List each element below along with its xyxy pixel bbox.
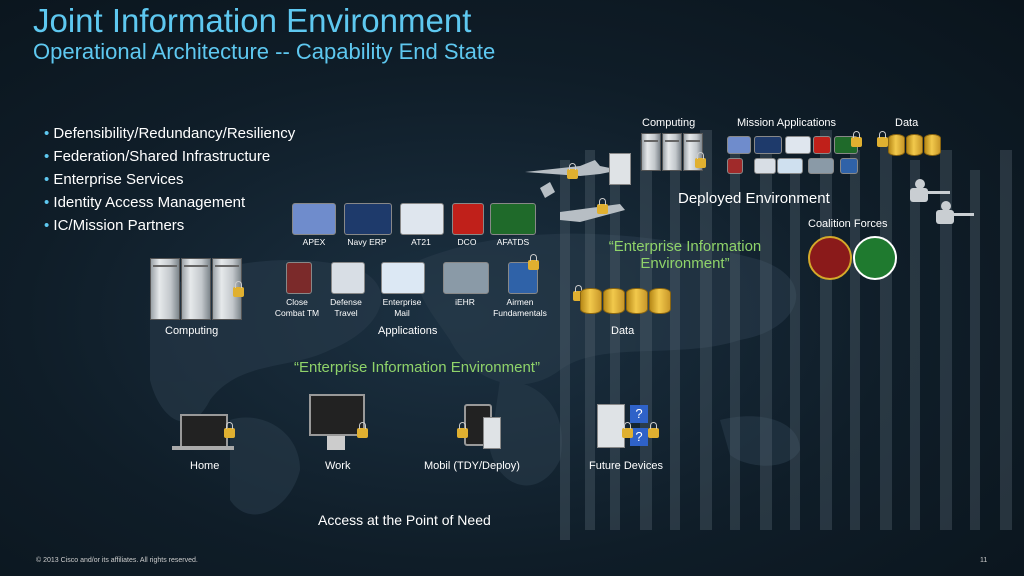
access-label: Access at the Point of Need [318, 512, 491, 528]
phone-icon [483, 417, 501, 449]
database-icon [906, 134, 923, 156]
bullet-item: Enterprise Services [44, 168, 295, 191]
bullet-list: Defensibility/Redundancy/Resiliency Fede… [44, 122, 295, 237]
app-icon [813, 136, 831, 154]
bullet-item: IC/Mission Partners [44, 214, 295, 237]
database-icon [580, 288, 602, 314]
lock-icon [233, 281, 244, 297]
deployed-environment-label: Deployed Environment [678, 190, 830, 207]
iehr-icon [443, 262, 489, 294]
app-label-line: Close [286, 297, 308, 307]
app-label-line: Airmen [506, 297, 534, 307]
laptop-base-icon [172, 446, 234, 450]
lock-icon [357, 422, 368, 438]
lock-icon [567, 163, 578, 179]
server-rack-icon [662, 133, 682, 171]
enterprise-computing-label: Computing [165, 325, 219, 337]
lock-icon [877, 131, 888, 147]
app-label-enterprise-mail: Enterprise Mail [378, 297, 426, 319]
question-mark-icon: ? [630, 428, 648, 446]
afatds-icon [490, 203, 536, 235]
lock-icon [695, 152, 706, 168]
device-label-future: Future Devices [589, 460, 663, 472]
page-title: Joint Information Environment [33, 2, 472, 39]
app-label-airmen-fundamentals: Airmen Fundamentals [490, 297, 550, 319]
copyright-text: © 2013 Cisco and/or its affiliates. All … [36, 557, 198, 564]
page-number: 11 [980, 557, 988, 564]
page-subtitle: Operational Architecture -- Capability E… [33, 39, 496, 64]
server-rack-icon [181, 258, 211, 320]
lock-icon [224, 422, 235, 438]
deployed-data-label: Data [895, 117, 919, 129]
app-label-line: Combat TM [274, 308, 320, 318]
app-label-iehr: iEHR [448, 297, 482, 308]
app-label-line: Fundamentals [493, 308, 547, 318]
app-label-line: Mail [394, 308, 410, 318]
app-label-line: Defense [330, 297, 362, 307]
app-label-afatds: AFATDS [496, 237, 530, 247]
device-label-home: Home [190, 460, 220, 472]
apex-icon [292, 203, 336, 235]
personnel-id-icon [609, 153, 631, 185]
app-label-close-combat: Close Combat TM [272, 297, 322, 319]
lock-icon [648, 422, 659, 438]
coalition-forces-label: Coalition Forces [808, 218, 888, 230]
device-label-work: Work [325, 460, 351, 472]
app-label-apex: APEX [302, 237, 326, 247]
lock-icon [573, 285, 584, 301]
app-icon [727, 136, 751, 154]
app-label-line: Enterprise [382, 297, 422, 307]
app-icon [808, 158, 834, 174]
app-icon [777, 158, 803, 174]
question-mark-icon: ? [630, 405, 648, 423]
enterprise-applications-label: Applications [378, 325, 438, 337]
deployed-eie-label: “Enterprise Information Environment” [608, 238, 762, 272]
defense-travel-icon [331, 262, 365, 294]
desktop-monitor-icon [309, 394, 365, 436]
enterprise-data-label: Data [611, 325, 635, 337]
lock-icon [622, 422, 633, 438]
soldier-icon [910, 179, 974, 224]
mission-applications-label: Mission Applications [737, 117, 837, 129]
coalition-emblem-icon [808, 236, 852, 280]
enterprise-eie-label: “Enterprise Information Environment” [294, 359, 540, 376]
at21-icon [400, 203, 444, 235]
app-label-defense-travel: Defense Travel [324, 297, 368, 319]
database-icon [649, 288, 671, 314]
isaf-emblem-icon [853, 236, 897, 280]
server-rack-icon [150, 258, 180, 320]
monitor-stand-icon [327, 436, 345, 450]
app-icon [785, 136, 811, 154]
app-icon [754, 136, 782, 154]
bullet-item: Federation/Shared Infrastructure [44, 145, 295, 168]
deployed-computing-label: Computing [642, 117, 696, 129]
bullet-item: Identity Access Management [44, 191, 295, 214]
lock-icon [851, 131, 862, 147]
dco-icon [452, 203, 484, 235]
lock-icon [528, 254, 539, 270]
app-label-navy-erp: Navy ERP [347, 237, 387, 247]
close-combat-tm-icon [286, 262, 312, 294]
database-icon [924, 134, 941, 156]
app-label-at21: AT21 [411, 237, 431, 247]
app-label-line: Travel [334, 308, 358, 318]
laptop-icon [180, 414, 228, 448]
device-label-mobil: Mobil (TDY/Deploy) [424, 460, 520, 472]
app-icon [840, 158, 858, 174]
bullet-item: Defensibility/Redundancy/Resiliency [44, 122, 295, 145]
lock-icon [597, 198, 608, 214]
navy-erp-icon [344, 203, 392, 235]
database-icon [626, 288, 648, 314]
future-device-icon [597, 404, 625, 448]
database-icon [888, 134, 905, 156]
enterprise-mail-icon [381, 262, 425, 294]
lock-icon [457, 422, 468, 438]
server-rack-icon [641, 133, 661, 171]
app-label-dco: DCO [457, 237, 477, 247]
app-icon [754, 158, 776, 174]
database-icon [603, 288, 625, 314]
app-label-line: iEHR [455, 297, 475, 307]
app-icon [727, 158, 743, 174]
